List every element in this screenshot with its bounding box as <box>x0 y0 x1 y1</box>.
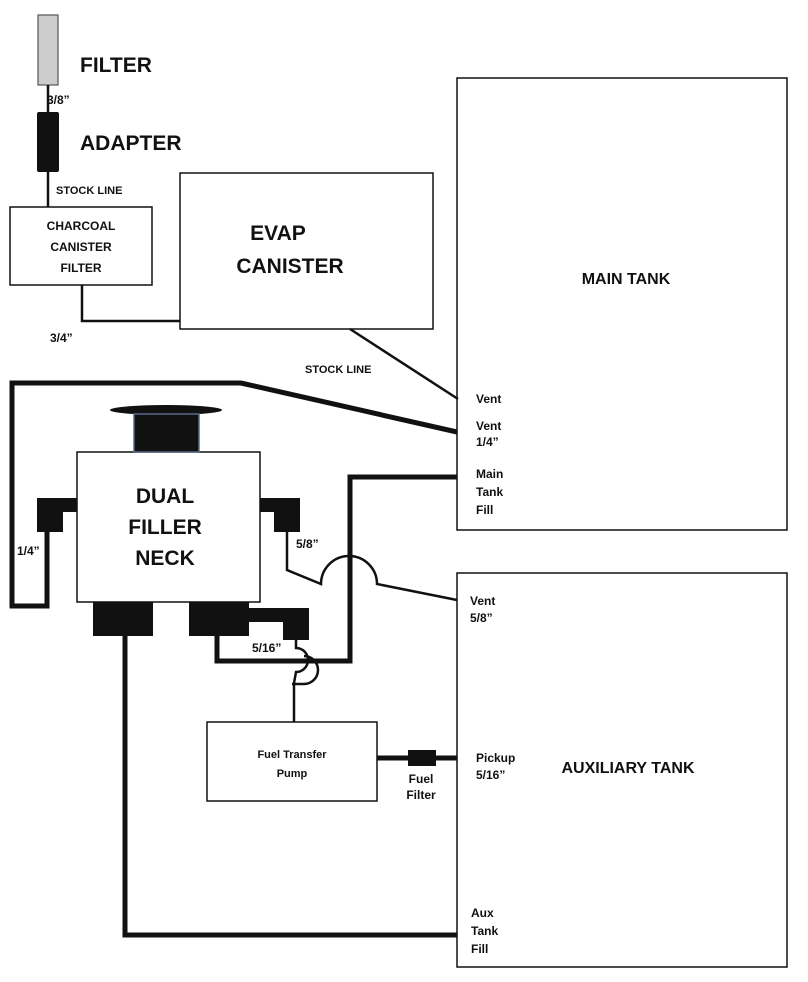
pump-label-2: Pump <box>277 768 308 780</box>
auxiliary-tank-label: AUXILIARY TANK <box>561 760 694 777</box>
three-quarter-size-label: 3/4” <box>50 331 73 345</box>
charcoal-to-evap-line <box>80 285 180 323</box>
five-eighths-vent-line <box>285 532 458 602</box>
filler-cap-icon <box>110 405 222 415</box>
charcoal-label-3: FILTER <box>60 261 101 275</box>
filter-size-label: 3/8” <box>47 93 70 107</box>
main-tank-box <box>456 77 788 531</box>
charcoal-canister-filter-box <box>9 206 153 286</box>
charcoal-label-1: CHARCOAL <box>47 219 116 233</box>
neck-right-fitting-body <box>274 498 300 532</box>
five-sixteenths-size-label: 5/16” <box>252 641 281 655</box>
aux-fill-label-3: Fill <box>471 942 488 956</box>
filler-neck-label-1: DUAL <box>136 485 194 508</box>
auxiliary-tank-box <box>456 572 788 968</box>
main-tank-fill-line <box>214 474 457 664</box>
main-vent-quarter-label-2: 1/4” <box>476 435 499 449</box>
evap-canister-box <box>179 172 434 330</box>
fuel-transfer-pump-box <box>206 721 378 802</box>
aux-fill-label-2: Tank <box>471 924 498 938</box>
aux-vent-label-2: 5/8” <box>470 611 493 625</box>
quarter-inch-vent-line <box>9 380 458 609</box>
neck-bottom-middle-port <box>189 602 249 636</box>
evap-label-1: EVAP <box>250 222 306 245</box>
filter-label: FILTER <box>80 54 152 77</box>
aux-tank-fill-line <box>122 636 457 938</box>
pump-supply-line <box>292 640 310 722</box>
pump-label-1: Fuel Transfer <box>257 749 327 761</box>
neck-bottom-right-port-body <box>283 608 309 640</box>
pickup-label-1: Pickup <box>476 751 515 765</box>
filler-neck-label-2: FILLER <box>128 516 202 539</box>
evap-label-2: CANISTER <box>236 255 343 278</box>
aux-vent-label-1: Vent <box>470 594 495 608</box>
stock-line-label-bottom: STOCK LINE <box>305 364 371 376</box>
neck-left-fitting-body <box>37 498 63 532</box>
fuel-filter-label-1: Fuel <box>409 772 434 786</box>
filter-element <box>37 14 59 86</box>
main-vent-label: Vent <box>476 392 501 406</box>
filler-neck-label-3: NECK <box>135 547 195 570</box>
main-fill-label-3: Fill <box>476 503 493 517</box>
five-eighths-size-label: 5/8” <box>296 537 319 551</box>
main-fill-label-2: Tank <box>476 485 503 499</box>
pump-hop-arc <box>292 654 320 686</box>
pickup-label-2: 5/16” <box>476 768 505 782</box>
main-vent-quarter-label-1: Vent <box>476 419 501 433</box>
main-tank-label: MAIN TANK <box>582 271 671 288</box>
fuel-filter-element <box>408 750 436 766</box>
charcoal-label-2: CANISTER <box>50 240 112 254</box>
neck-bottom-left-port <box>93 602 153 636</box>
quarter-inch-size-label: 1/4” <box>17 544 40 558</box>
main-fill-label-1: Main <box>476 467 503 481</box>
adapter-label: ADAPTER <box>80 132 182 155</box>
filler-cap-stem <box>133 413 200 453</box>
evap-to-main-vent-line <box>349 327 459 401</box>
adapter-element <box>37 112 59 172</box>
fuel-filter-label-2: Filter <box>406 788 436 802</box>
stock-line-label-top: STOCK LINE <box>56 185 122 197</box>
aux-fill-label-1: Aux <box>471 906 494 920</box>
